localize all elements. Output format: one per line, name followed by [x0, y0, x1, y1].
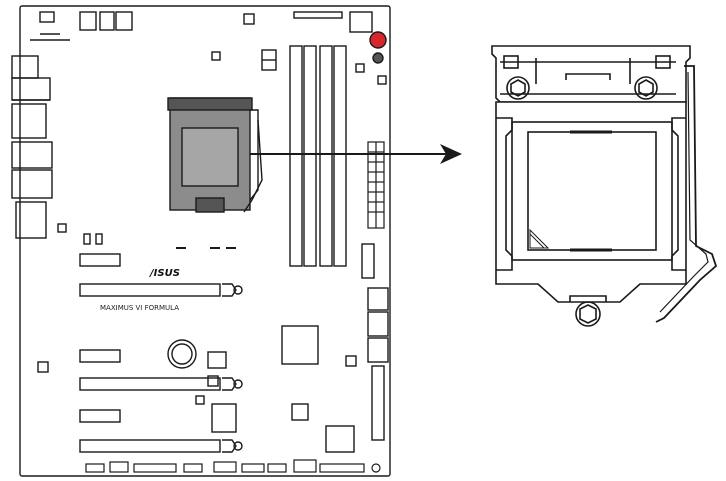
reset-button	[372, 52, 384, 64]
right-connectors	[345, 243, 389, 441]
pcie-x16-3-clip	[222, 439, 237, 453]
motherboard	[11, 5, 391, 477]
arrow-head	[440, 144, 462, 164]
right-connector-usb	[361, 243, 375, 279]
right-connector-sata-2	[367, 311, 389, 337]
io-port-3	[11, 103, 47, 139]
chip-small-5	[207, 375, 219, 387]
socket-inner-frame	[511, 121, 673, 261]
chip-small-2	[325, 425, 355, 453]
board-socket-top-bar	[167, 97, 253, 111]
io-port-5	[11, 169, 53, 199]
socket-top-tab-right	[655, 55, 671, 69]
chipset-area	[167, 325, 355, 453]
pcie-slots	[79, 233, 243, 453]
chip-small-1	[291, 403, 309, 421]
small-square-b	[57, 223, 67, 233]
cpu-socket-detail	[491, 45, 718, 327]
small-square-c	[37, 361, 49, 373]
pcie-x1-mid	[79, 349, 121, 363]
socket-bottom-lug	[569, 295, 607, 302]
screw-icon	[634, 76, 658, 100]
socket-top-tab-left	[503, 55, 519, 69]
io-port-6	[15, 201, 47, 239]
board-socket-cable	[243, 119, 263, 213]
board-socket-inner	[181, 127, 239, 187]
top-connector-3	[99, 11, 115, 31]
top-connector-2	[79, 11, 97, 31]
io-port-4	[11, 141, 53, 169]
socket-left-cutout	[496, 117, 513, 271]
pcie-x16-2-clip	[222, 377, 237, 391]
board-brand: /ISUS	[149, 268, 180, 279]
cmos-battery	[167, 339, 197, 369]
board-model: MAXIMUS VI FORMULA	[100, 304, 179, 312]
dimm-slot-2	[303, 45, 317, 267]
pcie-mark-1	[83, 233, 91, 245]
atx-power-connector	[367, 141, 385, 229]
screw-icon	[506, 76, 530, 100]
pcie-x16-1-clip	[222, 283, 237, 297]
dimm-slot-1	[289, 45, 303, 267]
pcie-x1-low	[79, 409, 121, 423]
pcie-x16-3	[79, 439, 221, 453]
right-m2-slot	[371, 365, 385, 441]
dimm-slots	[289, 45, 347, 267]
pcie-x16-2	[79, 377, 221, 391]
pcie-x16-1-hole	[233, 285, 243, 295]
socket-load-lever-inner	[659, 71, 709, 313]
chip-small-3	[211, 403, 237, 433]
pcie-mark-2	[95, 233, 103, 245]
bottom-headers	[85, 459, 381, 473]
screw-icon	[575, 301, 601, 327]
right-small-square	[345, 355, 357, 367]
dimm-slot-3	[319, 45, 333, 267]
socket-top-notch	[565, 73, 611, 80]
socket-load-lever	[655, 65, 718, 323]
right-connector-sata-3	[367, 337, 389, 363]
callout-arrow	[250, 144, 462, 164]
small-square-right	[355, 63, 365, 73]
dimm-slot-4	[333, 45, 347, 267]
small-square-right-2	[377, 75, 387, 85]
chip-small-6	[195, 395, 205, 405]
socket-pin1-line	[529, 233, 545, 249]
pcie-x16-3-hole	[233, 441, 243, 451]
pcie-x1-top	[79, 253, 121, 267]
chipset	[281, 325, 319, 365]
pcie-x16-2-hole	[233, 379, 243, 389]
top-header-strip	[293, 11, 343, 19]
top-connector-4	[115, 11, 133, 31]
socket-top-frame-inner	[500, 61, 676, 95]
chip-small-4	[207, 351, 227, 369]
socket-right-cutout	[671, 117, 686, 271]
cmos-battery-inner	[171, 343, 193, 365]
top-small-square	[243, 13, 255, 25]
board-outline	[19, 5, 391, 477]
board-cpu-socket	[167, 97, 259, 213]
pcie-x16-1	[79, 283, 221, 297]
socket-pin1-marker	[529, 228, 550, 249]
top-right-square	[349, 11, 373, 33]
small-square-a	[211, 51, 221, 61]
top-connector-1	[39, 11, 55, 23]
right-connector-sata-1	[367, 287, 389, 311]
socket-main-body	[495, 101, 687, 303]
red-power-button	[369, 31, 387, 49]
board-socket-bottom-tab	[195, 197, 225, 213]
